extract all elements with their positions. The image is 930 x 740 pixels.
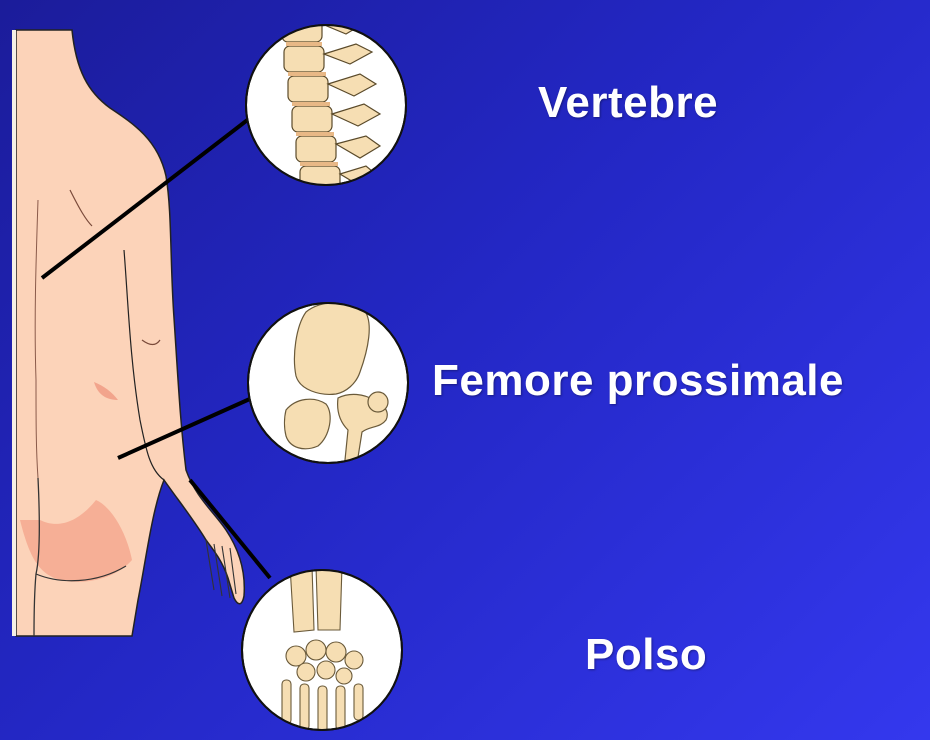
label-polso: Polso bbox=[585, 630, 707, 680]
label-femore-prossimale: Femore prossimale bbox=[432, 356, 844, 406]
hip-magnifier bbox=[248, 302, 408, 470]
vertebrae-magnifier bbox=[246, 14, 406, 192]
wrist-magnifier bbox=[242, 566, 402, 732]
label-vertebre: Vertebre bbox=[538, 78, 718, 128]
human-back-figure bbox=[12, 30, 244, 636]
left-edge-strip bbox=[12, 30, 16, 636]
